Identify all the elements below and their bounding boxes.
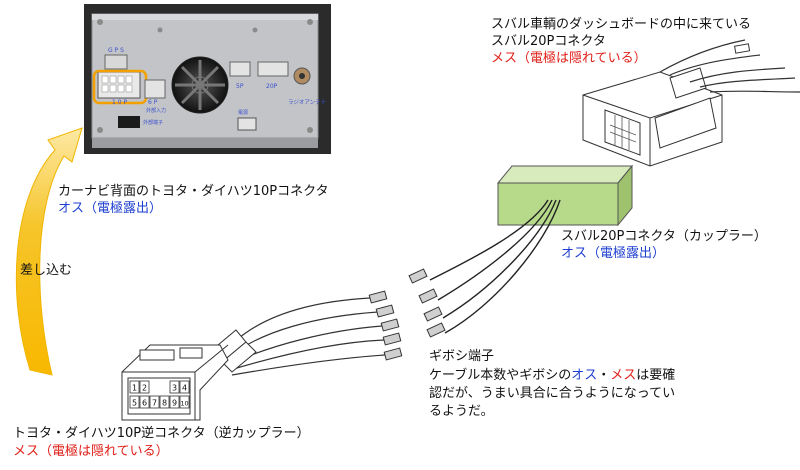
gps-port-label: G P S [108,47,124,54]
navi-back-photo: G P S 1 0 P 6 P 5P [84,4,331,154]
screw-icon [97,19,103,25]
insert-label: 差し込む [20,263,73,278]
subaru-coupler-label-line1: スバル20Pコネクタ（カップラー） [561,229,767,244]
gibosi-note-line1: ケーブル本数やギボシのオス・メスは要確 [429,368,676,383]
screw-icon [157,27,163,33]
pin-number: 8 [162,399,167,408]
pin-number: 6 [142,399,147,408]
five-pin-port [229,61,251,77]
pin-number: 4 [182,384,187,393]
ten-pin-port-label: 1 0 P [112,99,127,106]
pin-cell [179,380,190,394]
pin-cell [139,395,150,409]
gibosi-title: ギボシ端子 [429,349,495,364]
lower-port [118,116,140,128]
subaru-dash-connector-label-line1: スバル車輌のダッシュボードの中に来ている [491,17,752,32]
subaru-male-coupler [496,164,634,227]
external-terminal-label: 外部端子 [143,119,163,126]
twenty-pin-port-label: 20P [266,83,278,90]
insert-arrow-icon [15,127,83,376]
gibosi-terminals-left [368,290,403,361]
harness-wires [221,297,386,376]
six-pin-port [144,79,166,99]
pin-number: 1 [132,384,137,393]
subaru-dash-connector-label-line2: スバル20Pコネクタ [491,34,606,49]
pin-cell [129,395,140,409]
six-pin-port-label: 6 P [148,99,158,106]
gibosi-note-line2: 認だが、うまい具合に合うようになってい [429,386,676,401]
five-pin-port-label: 5P [236,83,244,90]
gibosi-terminals-right [408,268,446,338]
subaru-coupler-label-line2: オス（電極露出） [561,246,666,261]
gps-port [104,54,128,70]
pin-cell [179,395,190,409]
pin-number: 2 [142,384,147,393]
pin-cell [169,380,180,394]
screw-icon [252,27,258,33]
toyota-reverse-connector-label-line2: メス（電極は隠れている） [13,444,169,459]
pin-number: 9 [172,399,177,408]
subaru-female-connector [582,39,800,167]
pin-number: 5 [132,399,137,408]
navi-back-connector-label-line2: オス（電極露出） [58,201,163,216]
screw-icon [307,127,313,133]
power-port [237,117,257,131]
coupler-wires [429,199,561,334]
pin-cell [139,380,150,394]
twenty-pin-port [257,61,289,77]
external-input-label: 外部入力 [146,107,166,114]
gibosi-note-line3: るようだ。 [429,404,494,419]
radio-antenna-label: ラジオアンテナ [288,99,327,106]
subaru-dash-connector-label-line3: メス（電極は隠れている） [491,51,647,66]
pin-cell [149,395,160,409]
navi-back-connector-label-line1: カーナビ背面のトヨタ・ダイハツ10Pコネクタ [58,184,329,199]
screw-icon [307,19,313,25]
pin-number: 10 [180,400,188,408]
screw-icon [97,127,103,133]
pin-number: 7 [152,399,157,408]
power-label: 電源 [238,109,248,116]
pin-cell [169,395,180,409]
pin-cell [159,395,170,409]
pin-cell [129,380,140,394]
toyota-reverse-connector-label-line1: トヨタ・ダイハツ10P逆コネクタ（逆カップラー） [13,426,310,441]
pin-number: 3 [172,384,177,393]
